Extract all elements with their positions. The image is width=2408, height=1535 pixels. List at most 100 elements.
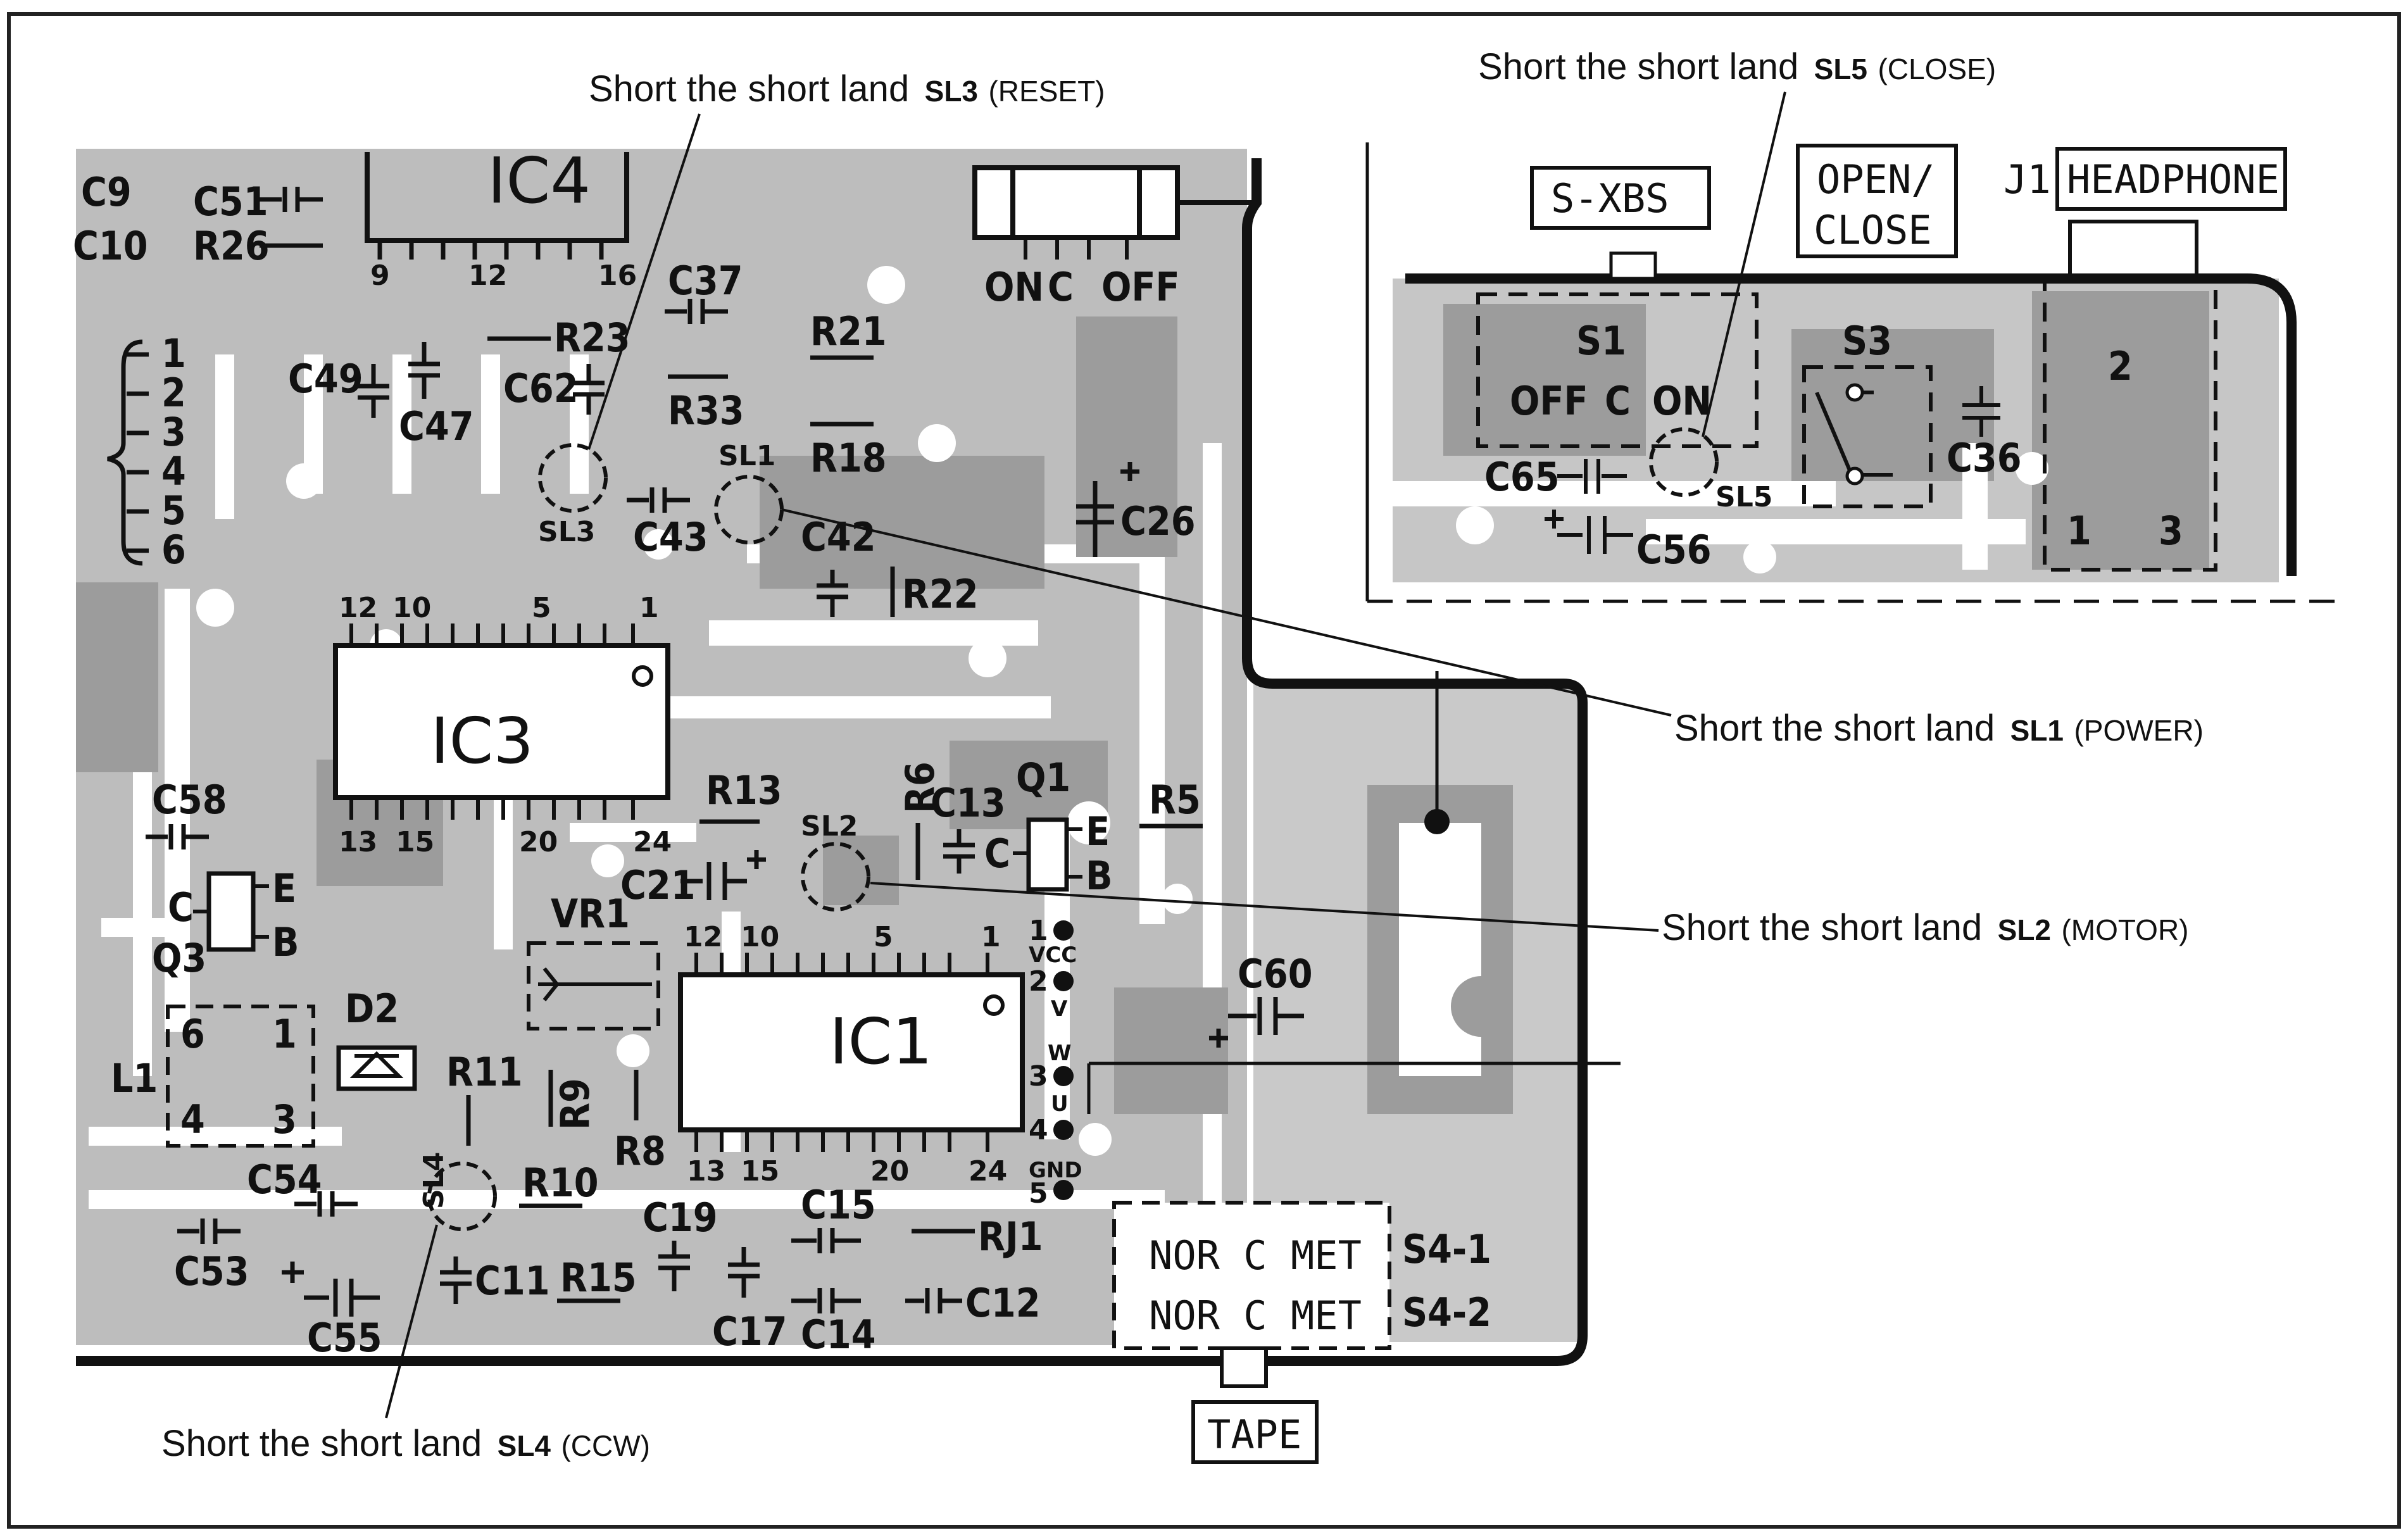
c54-label: C54 <box>247 1156 322 1203</box>
sl2-land <box>801 842 870 912</box>
q1-e-label: E <box>1086 808 1110 855</box>
ic1-pin-13: 13 <box>687 1155 725 1187</box>
q1-c-label: C <box>984 830 1010 877</box>
ic1-pin-5: 5 <box>874 921 893 953</box>
sl2-label: SL2 <box>801 810 858 843</box>
out-pin-5: 5 <box>1029 1177 1048 1210</box>
ic1-pin-20: 20 <box>870 1155 909 1187</box>
open-close-box <box>1796 144 1958 258</box>
c26-label: C26 <box>1120 498 1196 544</box>
headphone-label: HEADPHONE <box>2067 156 2279 203</box>
jack-dashed-outline <box>2043 277 2217 572</box>
r11-label: R11 <box>446 1049 523 1095</box>
c21-label: C21 <box>620 862 696 908</box>
c58-label: C58 <box>152 777 227 823</box>
c12-label: C12 <box>965 1280 1041 1326</box>
sl5-label: SL5 <box>1715 481 1772 513</box>
ic1-pin-15: 15 <box>741 1155 779 1187</box>
headphone-box <box>2055 147 2287 211</box>
sl5-annotation: Short the short land SL5 (CLOSE) <box>1478 46 1996 87</box>
r22-label: R22 <box>902 571 979 617</box>
s4-row2: NOR C MET <box>1149 1293 1362 1339</box>
ic1-label: IC1 <box>829 1005 932 1079</box>
s1-c-label: C <box>1605 378 1631 424</box>
q3-label: Q3 <box>152 935 206 981</box>
connector-pins: 1 2 3 4 5 6 <box>107 330 186 573</box>
c47-label: C47 <box>399 403 474 449</box>
s4-row1: NOR C MET <box>1149 1232 1362 1279</box>
d2-label: D2 <box>345 986 399 1032</box>
ic3-pin-24: 24 <box>633 826 672 858</box>
switch-c-label: C <box>1048 264 1074 310</box>
passive-symbols <box>146 187 1304 1317</box>
ic4-pin-16: 16 <box>598 260 637 292</box>
ic3-pin-13: 13 <box>339 826 377 858</box>
rj1-label: RJ1 <box>978 1213 1043 1260</box>
c43-label: C43 <box>633 514 708 560</box>
ic1-pin-12: 12 <box>684 921 722 953</box>
c42-label: C42 <box>801 514 876 560</box>
inset-panel <box>1365 142 2342 603</box>
jack-pin-2: 2 <box>2108 343 2133 389</box>
conn-pin-6: 6 <box>161 527 186 573</box>
s3-label: S3 <box>1842 318 1892 364</box>
switch-off-label: OFF <box>1101 264 1180 310</box>
l1-pin-4: 4 <box>180 1096 205 1143</box>
conn-pin-1: 1 <box>161 330 186 377</box>
ic3: IC3 12 10 5 1 13 15 20 24 <box>333 592 672 858</box>
ic1-pin-10: 10 <box>741 921 779 953</box>
s3-dashed-outline <box>1802 365 1933 508</box>
ic4: IC4 9 12 16 <box>365 144 637 292</box>
ic3-pin-15: 15 <box>396 826 434 858</box>
ic3-pin-20: 20 <box>519 826 558 858</box>
q1-b-label: B <box>1086 853 1113 899</box>
out-w: W <box>1048 1041 1072 1066</box>
q3-b-label: B <box>272 919 299 965</box>
vr1-label: VR1 <box>551 891 630 937</box>
ic1-pin-24: 24 <box>969 1155 1007 1187</box>
vr1-d2-l1 <box>166 941 660 1148</box>
c19-label: C19 <box>643 1194 718 1241</box>
out-v: V <box>1051 996 1068 1022</box>
c11-label: C11 <box>475 1258 550 1304</box>
c55-label: C55 <box>307 1315 382 1361</box>
q3-c-label: C <box>168 884 194 930</box>
tape-box <box>1191 1400 1319 1464</box>
sxbs-label: S-XBS <box>1551 175 1669 222</box>
component-labels: C9 C10 C51 R26 C37 R23 R21 C49 C47 C62 R… <box>73 169 1313 1361</box>
s1-dashed-outline <box>1476 292 1759 448</box>
c49-label: C49 <box>288 356 363 402</box>
r21-label: R21 <box>810 308 887 354</box>
tape-label: TAPE <box>1207 1412 1301 1458</box>
open-label: OPEN/ <box>1817 156 1935 203</box>
conn-pin-2: 2 <box>161 370 186 416</box>
c53-label: C53 <box>174 1248 249 1294</box>
l1-pin-6: 6 <box>180 1011 205 1057</box>
j1-label: J1 <box>2004 156 2051 203</box>
l1-pin-1: 1 <box>272 1011 297 1057</box>
s4-1-label: S4-1 <box>1402 1226 1491 1272</box>
q3-e-label: E <box>272 865 296 912</box>
c10-label: C10 <box>73 223 148 269</box>
out-u: U <box>1051 1091 1069 1117</box>
sxbs-box <box>1530 166 1711 230</box>
sl5-land <box>1649 427 1719 497</box>
sl2-annotation: Short the short land SL2 (MOTOR) <box>1662 907 2189 948</box>
ic3-pin-12: 12 <box>339 592 377 624</box>
r9-label: R9 <box>552 1078 598 1130</box>
r13-label: R13 <box>706 767 782 813</box>
inset-labels: S-XBS OPEN/ CLOSE J1 HEADPHONE S1 OFF C … <box>1484 156 2279 573</box>
sl4-land <box>427 1162 497 1231</box>
conn-pin-3: 3 <box>161 409 186 455</box>
c9-label: C9 <box>81 169 132 215</box>
r33-label: R33 <box>668 387 744 434</box>
r10-label: R10 <box>522 1160 599 1206</box>
switch-on-label: ON <box>984 264 1044 310</box>
s4-2-label: S4-2 <box>1402 1289 1491 1336</box>
c13-label: C13 <box>931 780 1006 826</box>
s1-off-label: OFF <box>1510 378 1588 424</box>
r18-label: R18 <box>810 435 887 481</box>
ic1-pin-1: 1 <box>981 921 1001 953</box>
sl4-annotation: Short the short land SL4 (CCW) <box>161 1423 650 1464</box>
ic4-pin-9: 9 <box>370 260 390 292</box>
